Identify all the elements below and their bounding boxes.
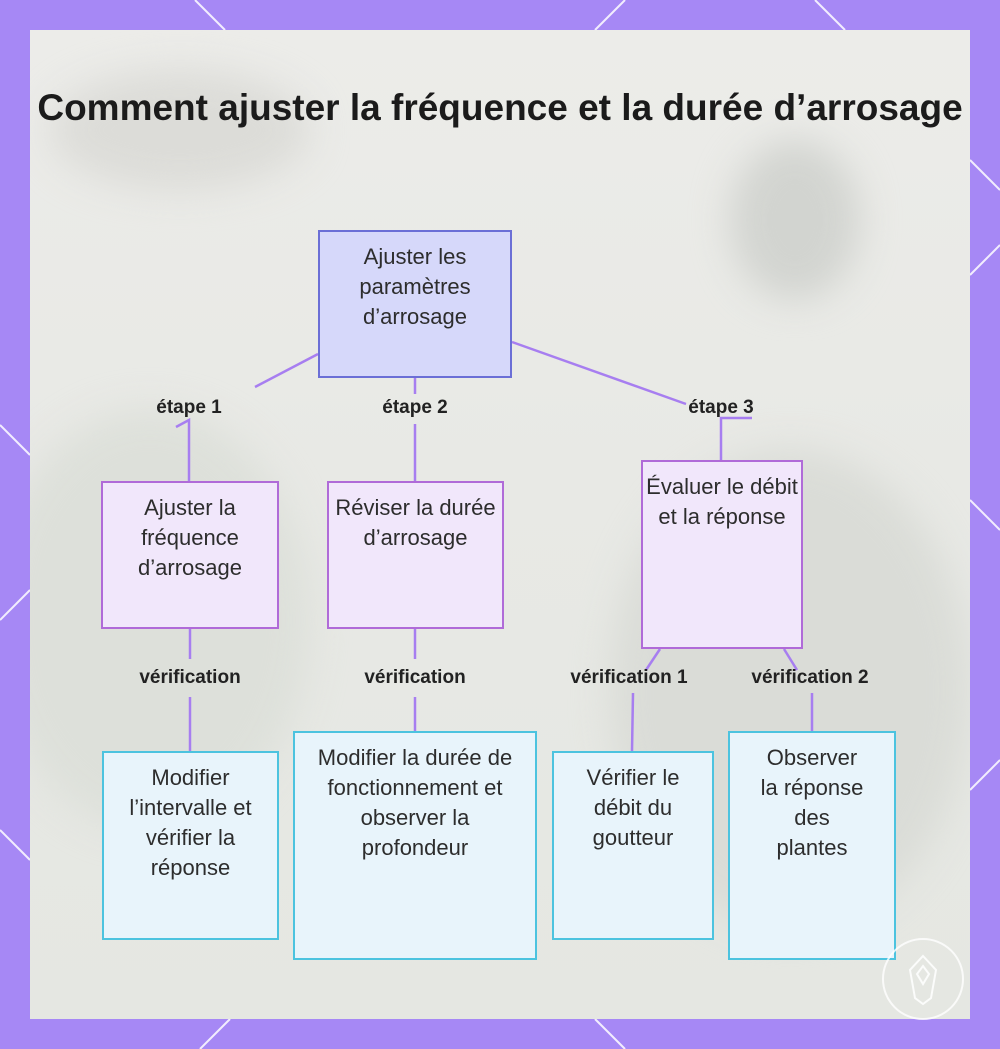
edge-label-step-2: étape 2 bbox=[382, 397, 448, 418]
root-node-label: Ajuster les paramètres d’arrosage bbox=[359, 244, 471, 329]
diagram-title: Comment ajuster la fréquence et la durée… bbox=[37, 87, 963, 128]
check-flow-node: Vérifier le débit du goutteur bbox=[552, 751, 714, 940]
check-interval-node: Modifier l’intervalle et vérifier la rép… bbox=[102, 751, 279, 940]
step-1-node-label: Ajuster la fréquence d’arrosage bbox=[138, 495, 242, 580]
check-interval-node-label: Modifier l’intervalle et vérifier la rép… bbox=[129, 765, 252, 880]
step-2-node: Réviser la durée d’arrosage bbox=[327, 481, 504, 629]
connector-root-step-1 bbox=[254, 352, 319, 389]
connector-root-step-1-lower bbox=[175, 417, 191, 481]
step-2-node-label: Réviser la durée d’arrosage bbox=[335, 495, 496, 550]
connector-step-3-check-1-lower bbox=[630, 692, 635, 752]
connector-step-3-check-2 bbox=[782, 648, 799, 671]
check-plants-node: Observer la réponse des plantes bbox=[728, 731, 896, 960]
step-3-node: Évaluer le débit et la réponse bbox=[641, 460, 803, 649]
connector-step-3-check-1 bbox=[644, 648, 662, 671]
background-shape bbox=[50, 70, 310, 190]
background-shape bbox=[730, 140, 860, 300]
check-plants-node-label: Observer la réponse des plantes bbox=[760, 745, 864, 860]
step-3-node-label: Évaluer le débit et la réponse bbox=[646, 474, 798, 529]
edge-label-check-flow: vérification 1 bbox=[570, 667, 688, 688]
connector-root-step-3 bbox=[511, 340, 687, 406]
edge-label-check-plants: vérification 2 bbox=[751, 667, 869, 688]
check-duration-node-label: Modifier la durée de fonctionnement et o… bbox=[317, 745, 513, 860]
check-flow-node-label: Vérifier le débit du goutteur bbox=[586, 765, 680, 850]
root-node: Ajuster les paramètres d’arrosage bbox=[318, 230, 512, 378]
edge-label-check-duration: vérification bbox=[364, 667, 466, 688]
edge-label-step-1: étape 1 bbox=[156, 397, 222, 418]
check-duration-node: Modifier la durée de fonctionnement et o… bbox=[293, 731, 537, 960]
edge-label-check-interval: vérification bbox=[139, 667, 241, 688]
connector-root-step-3-lower bbox=[719, 416, 752, 460]
step-1-node: Ajuster la fréquence d’arrosage bbox=[101, 481, 279, 629]
edge-label-step-3: étape 3 bbox=[688, 397, 754, 418]
brand-logo-icon bbox=[882, 938, 964, 1020]
